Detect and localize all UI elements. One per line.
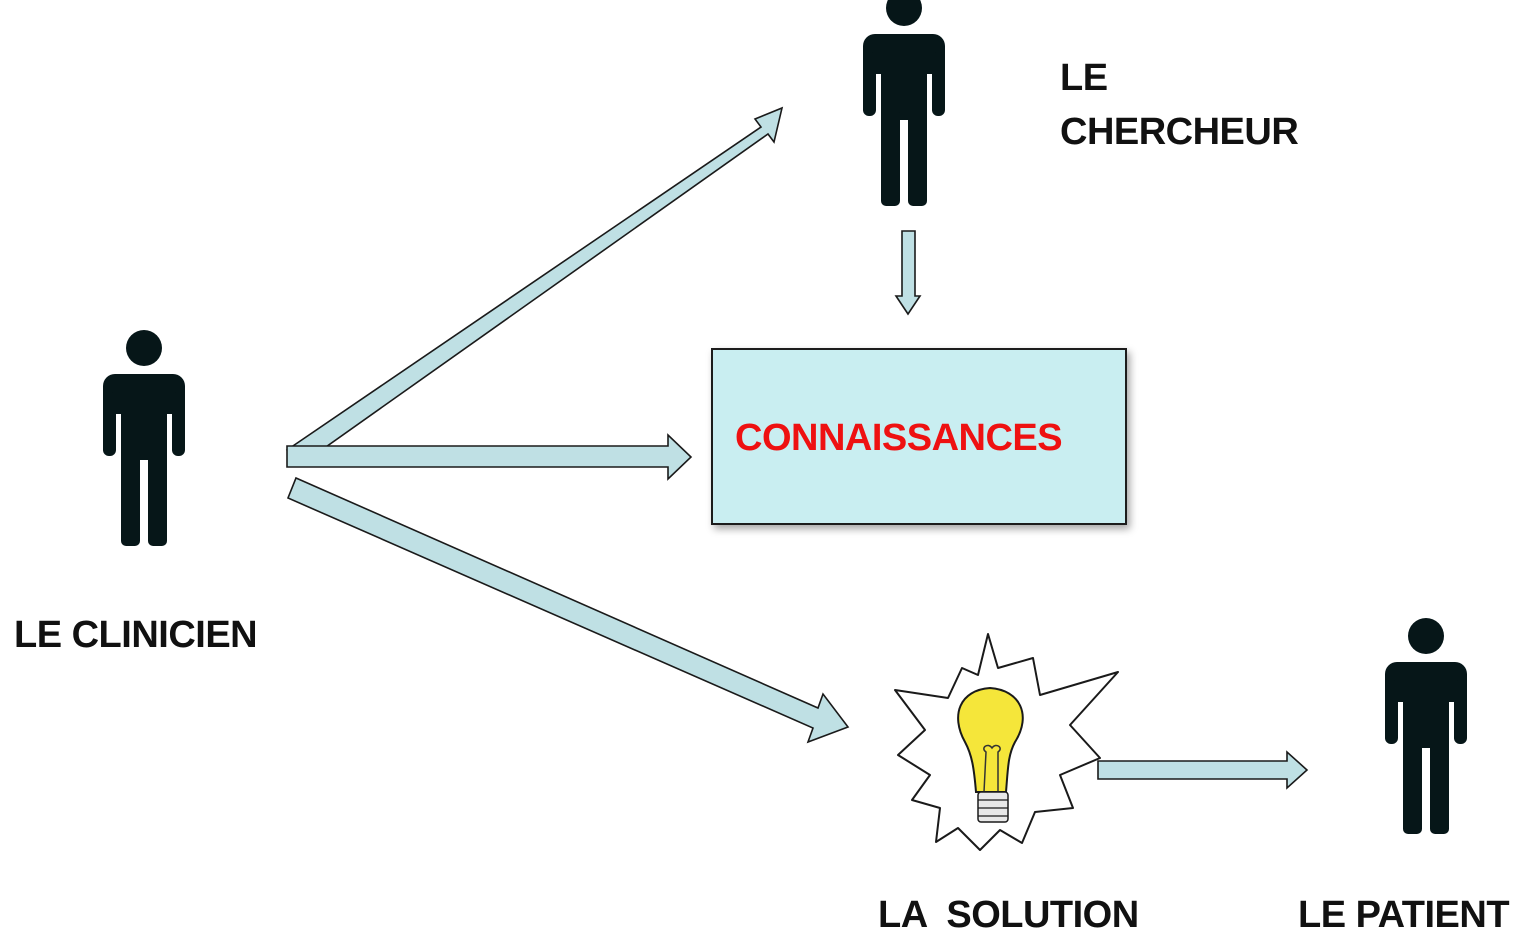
arrow-clinician-to-knowledge — [286, 433, 693, 481]
knowledge-box — [711, 348, 1127, 525]
label-patient: LE PATIENT — [1298, 894, 1510, 936]
patient-figure-icon — [1385, 618, 1467, 834]
lightbulb-filament — [983, 744, 1001, 793]
label-solution: LA SOLUTION — [878, 894, 1139, 936]
label-researcher-line2: CHERCHEUR — [1060, 111, 1299, 153]
arrow-researcher-to-knowledge — [894, 230, 922, 316]
lightbulb-glass — [957, 686, 1024, 793]
lightbulb-base — [977, 791, 1009, 823]
arrow-solution-to-patient — [1097, 750, 1309, 790]
arrow-clinician-to-solution — [286, 476, 850, 744]
researcher-figure-icon — [863, 0, 945, 206]
knowledge-box-label: CONNAISSANCES — [735, 417, 1063, 459]
clinician-figure-icon — [103, 330, 185, 546]
label-researcher-line1: LE — [1060, 57, 1108, 99]
lightbulb-icon — [894, 633, 1119, 851]
label-clinician: LE CLINICIEN — [14, 614, 258, 656]
arrow-clinician-to-researcher — [285, 106, 784, 468]
